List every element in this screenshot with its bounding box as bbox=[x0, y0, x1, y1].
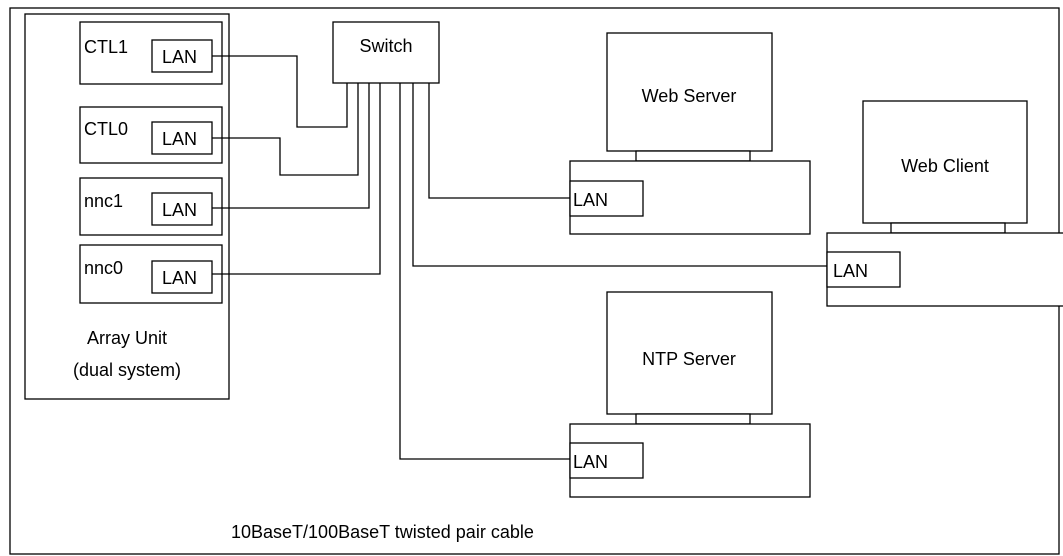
cable-nnc0 bbox=[212, 83, 381, 275]
web-server: Web Server LAN bbox=[569, 32, 811, 235]
cable-web-client bbox=[412, 83, 827, 267]
ntp-server: NTP Server LAN bbox=[569, 291, 811, 498]
nnc0-module: nnc0 LAN bbox=[79, 244, 223, 304]
cable-ctl1 bbox=[212, 55, 348, 128]
web-server-stand bbox=[635, 150, 751, 162]
nnc0-lan-port bbox=[151, 260, 213, 294]
nnc1-lan-label: LAN bbox=[162, 200, 197, 220]
ntp-server-lan-port bbox=[569, 442, 644, 479]
nnc1-module: nnc1 LAN bbox=[79, 177, 223, 236]
web-client-label: Web Client bbox=[901, 156, 989, 176]
web-client-stand bbox=[890, 222, 1006, 234]
nnc0-label: nnc0 bbox=[84, 258, 123, 278]
switch-box bbox=[332, 21, 440, 84]
array-unit-label: Array Unit bbox=[87, 328, 167, 348]
ctl1-lan-label: LAN bbox=[162, 47, 197, 67]
ctl0-label: CTL0 bbox=[84, 119, 128, 139]
ctl0-lan-port bbox=[151, 121, 213, 155]
ctl1-label: CTL1 bbox=[84, 37, 128, 57]
cable-caption: 10BaseT/100BaseT twisted pair cable bbox=[231, 522, 534, 542]
nnc1-label: nnc1 bbox=[84, 191, 123, 211]
web-server-monitor bbox=[606, 32, 773, 152]
web-server-lan-label: LAN bbox=[573, 190, 608, 210]
switch-label: Switch bbox=[359, 36, 412, 56]
nnc0-lan-label: LAN bbox=[162, 268, 197, 288]
web-server-label: Web Server bbox=[642, 86, 737, 106]
web-client-lan-label: LAN bbox=[833, 261, 868, 281]
ctl0-module: CTL0 LAN bbox=[79, 106, 223, 164]
web-client-monitor bbox=[862, 100, 1028, 224]
ctl0-lan-label: LAN bbox=[162, 129, 197, 149]
web-client-lan-port bbox=[826, 251, 901, 288]
cable-web-server bbox=[428, 83, 570, 199]
cable-nnc1 bbox=[212, 83, 370, 209]
ntp-server-stand bbox=[635, 413, 751, 425]
web-server-lan-port bbox=[569, 180, 644, 217]
ntp-server-lan-label: LAN bbox=[573, 452, 608, 472]
array-unit-sublabel: (dual system) bbox=[73, 360, 181, 380]
nnc1-lan-port bbox=[151, 192, 213, 226]
cable-ntp-server bbox=[399, 83, 570, 460]
ntp-server-label: NTP Server bbox=[642, 349, 736, 369]
ctl1-module: CTL1 LAN bbox=[79, 21, 223, 85]
ntp-server-monitor bbox=[606, 291, 773, 415]
cable-ctl0 bbox=[212, 83, 359, 176]
web-client: Web Client LAN bbox=[826, 100, 1063, 307]
